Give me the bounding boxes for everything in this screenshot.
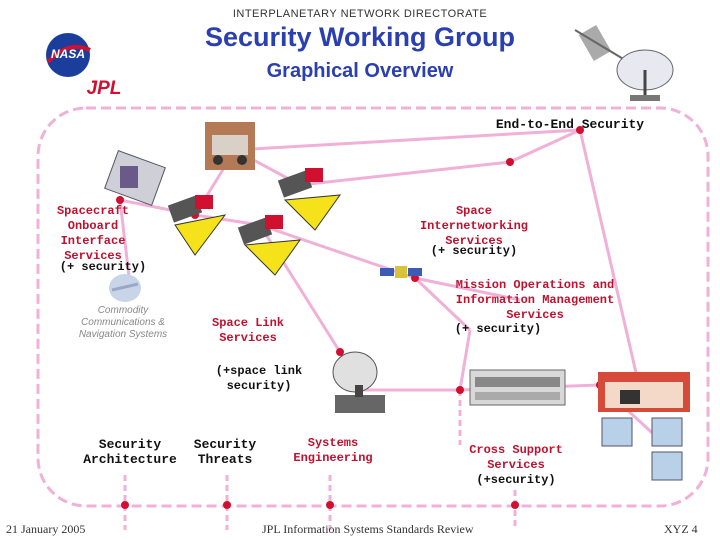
security-threats-label: Security Threats: [190, 437, 260, 467]
satellite-icon-2: [278, 168, 340, 230]
mission-operations-security-label: (+ security): [452, 322, 544, 337]
internetworking-security-label: (+ security): [426, 244, 522, 259]
spacecraft-onboard-label: Spacecraft Onboard Interface Services: [48, 204, 138, 264]
systems-engineering-label: Systems Engineering: [288, 436, 378, 466]
security-architecture-label: Security Architecture: [82, 437, 178, 467]
directorate-heading: INTERPLANETARY NETWORK DIRECTORATE: [0, 8, 720, 20]
footer-date: 21 January 2005: [6, 522, 85, 537]
footer-page-number: XYZ 4: [664, 522, 698, 537]
spacecraft-security-label: (+ security): [48, 260, 158, 275]
space-link-security-label: (+space link security): [184, 364, 334, 394]
cross-support-services-label: Cross Support Services: [462, 443, 570, 473]
control-room-icon: [598, 372, 690, 412]
nasa-logo-text: NASA: [44, 47, 92, 61]
spacecraft-icon: [105, 151, 166, 206]
page-title: Security Working Group: [0, 22, 720, 53]
cross-support-security-label: (+security): [474, 473, 558, 488]
workstation-icons: [602, 418, 682, 480]
space-link-services-label: Space Link Services: [212, 316, 284, 346]
end-to-end-security-label: End-to-End Security: [490, 117, 650, 132]
mission-operations-label: Mission Operations and Information Manag…: [455, 278, 615, 323]
satellite-icon-1: [168, 195, 225, 255]
commodity-systems-label: Commodity Communications & Navigation Sy…: [78, 305, 168, 341]
jpl-logo-text: JPL: [78, 78, 130, 100]
space-internetworking-label: Space Internetworking Services: [414, 204, 534, 249]
operations-center-icon: [470, 370, 565, 405]
ground-antenna-icon: [333, 352, 385, 413]
footer-review: JPL Information Systems Standards Review: [262, 522, 474, 537]
rover-icon: [205, 122, 255, 170]
globe-icon: [109, 274, 141, 302]
